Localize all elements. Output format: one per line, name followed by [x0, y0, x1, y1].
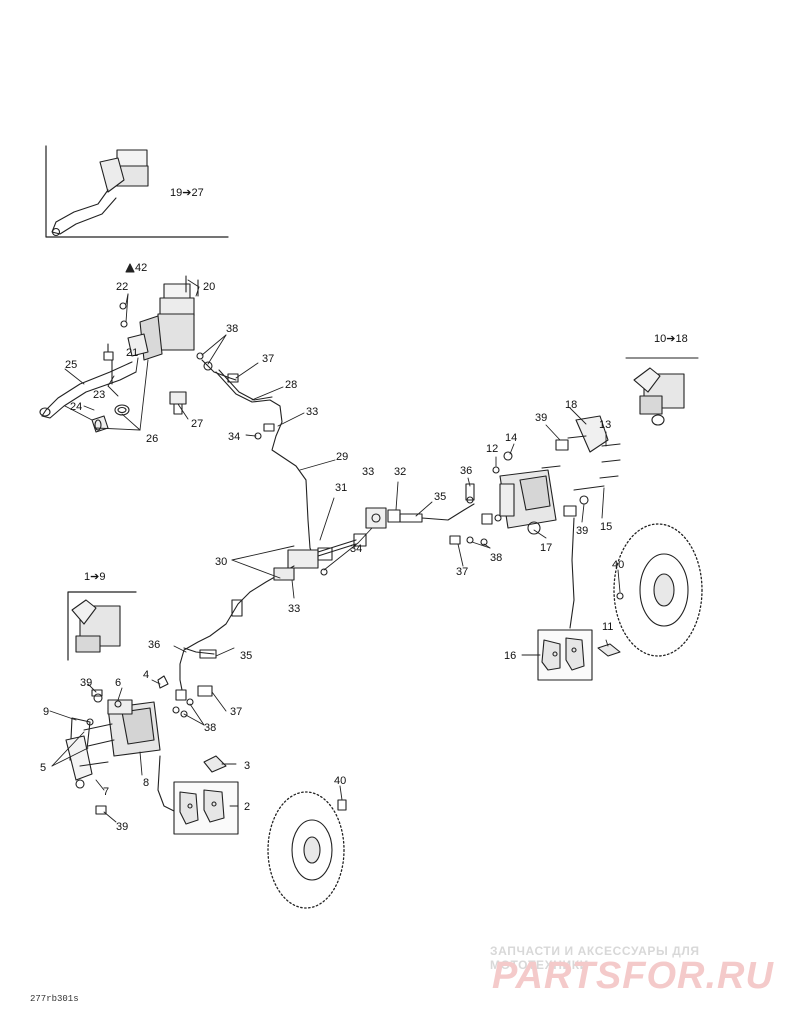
leader-lines: [49, 279, 621, 823]
callout-35: 35: [240, 650, 252, 662]
callout-33: 33: [306, 406, 318, 418]
clip-3: [203, 755, 227, 773]
callout-23: 23: [93, 389, 105, 401]
callout-21: 21: [126, 347, 138, 359]
callout-39: 39: [80, 677, 92, 689]
callout-38: 38: [490, 552, 502, 564]
callout-31: 31: [335, 482, 347, 494]
callout-38: 38: [226, 323, 238, 335]
callout-37: 37: [230, 706, 242, 718]
callout-37: 37: [456, 566, 468, 578]
callout-30: 30: [215, 556, 227, 568]
callout-12: 12: [486, 443, 498, 455]
range-label-19-27: 19➔27: [170, 187, 204, 199]
callout-32: 32: [394, 466, 406, 478]
callout-7: 7: [103, 786, 109, 798]
callout-20: 20: [203, 281, 215, 293]
callout-33: 33: [362, 466, 374, 478]
callout-2: 2: [244, 801, 250, 813]
brake-lines: [172, 369, 502, 718]
callout-17: 17: [540, 542, 552, 554]
left-pad-kit: [173, 781, 239, 835]
left-caliper-group: [65, 675, 177, 815]
callout-36: 36: [148, 639, 160, 651]
callout-18: 18: [565, 399, 577, 411]
callout-24: 24: [70, 401, 82, 413]
callout-36: 36: [460, 465, 472, 477]
inset-master-cylinder: [45, 145, 229, 238]
range-labels: 19➔27 10➔18 1➔9: [84, 187, 688, 583]
right-brake-disc: [613, 523, 703, 657]
callout-8: 8: [143, 777, 149, 789]
range-label-1-9: 1➔9: [84, 571, 105, 583]
right-caliper-group: [492, 415, 621, 629]
callout-15: 15: [600, 521, 612, 533]
callout-3: 3: [244, 760, 250, 772]
callout-27: 27: [191, 418, 203, 430]
callout-39: 39: [576, 525, 588, 537]
callout-9: 9: [43, 706, 49, 718]
callout-labels: 42 20 22 38 21 37 25 23 28 24 33 27 26 3…: [40, 262, 624, 833]
callout-4: 4: [143, 669, 149, 681]
left-brake-disc: [267, 791, 347, 909]
callout-14: 14: [505, 432, 517, 444]
callout-11: 11: [602, 621, 613, 633]
watermark-logo: PARTSFOR.RU: [492, 955, 774, 997]
callout-35: 35: [434, 491, 446, 503]
callout-6: 6: [115, 677, 121, 689]
right-pad-kit: [537, 629, 593, 681]
callout-40: 40: [612, 559, 624, 571]
watermark-subtitle: ЗАПЧАСТИ И АКСЕССУАРЫ ДЛЯ МОТОТЕХНИКИ: [490, 944, 700, 972]
range-label-10-18: 10➔18: [654, 333, 688, 345]
callout-39: 39: [116, 821, 128, 833]
callout-16: 16: [504, 650, 516, 662]
callout-33: 33: [288, 603, 300, 615]
inset-left-caliper: [67, 591, 137, 661]
callout-5: 5: [40, 762, 46, 774]
callout-28: 28: [285, 379, 297, 391]
callout-22: 22: [116, 281, 128, 293]
callout-37: 37: [262, 353, 274, 365]
callout-13: 13: [599, 419, 611, 431]
callout-34: 34: [350, 543, 362, 555]
drawing-code: 277rb301s: [30, 994, 79, 1004]
master-cylinder-group: [39, 263, 239, 433]
callout-39: 39: [535, 412, 547, 424]
callout-26: 26: [146, 433, 158, 445]
callout-25: 25: [65, 359, 77, 371]
callout-40: 40: [334, 775, 346, 787]
callout-29: 29: [336, 451, 348, 463]
clip-11: [597, 643, 621, 657]
callout-34: 34: [228, 431, 240, 443]
callout-42: 42: [135, 262, 147, 274]
inset-right-caliper: [625, 357, 699, 426]
callout-38: 38: [204, 722, 216, 734]
